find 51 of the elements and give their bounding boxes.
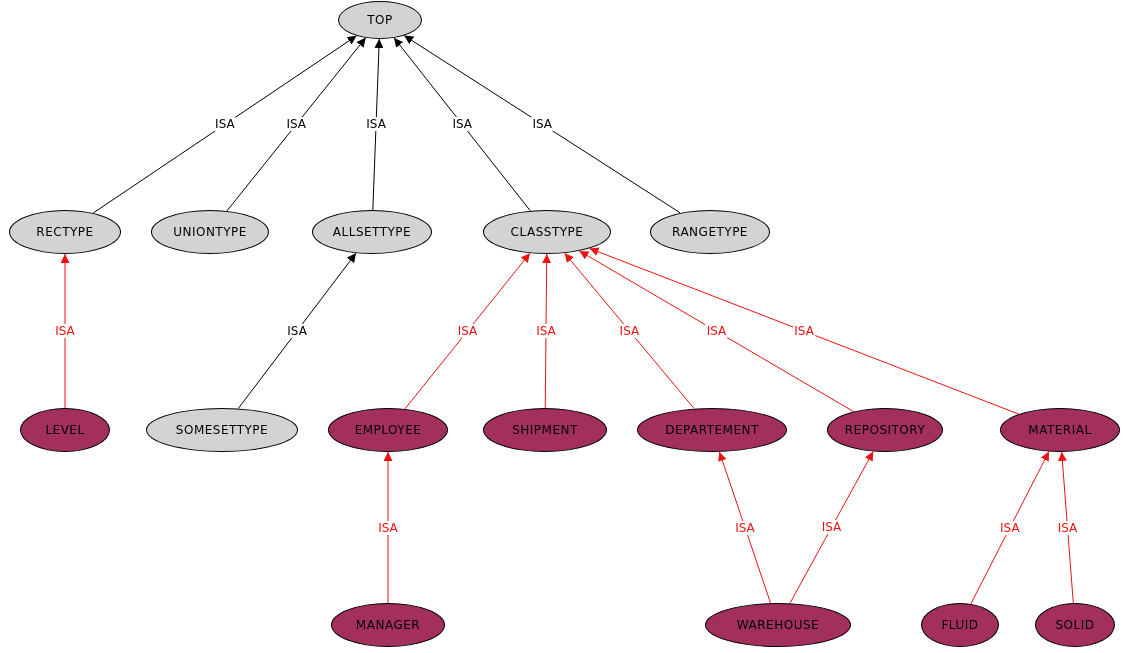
edge-label: ISA <box>531 117 553 132</box>
edge-label: ISA <box>1056 520 1079 535</box>
ellipse-node: LEVEL <box>20 408 110 452</box>
ellipse-node: SOLID <box>1035 603 1115 647</box>
arrow <box>383 451 393 604</box>
arrow <box>60 253 70 409</box>
edge-label: ISA <box>734 520 756 535</box>
ellipse-node: FLUID <box>921 603 999 647</box>
ellipse-node: MANAGER <box>331 603 445 647</box>
arrow <box>393 37 531 212</box>
arrow <box>1057 451 1074 604</box>
arrow <box>564 252 695 410</box>
arrow <box>404 252 531 410</box>
arrow <box>226 37 367 212</box>
edge-label: ISA <box>820 520 843 535</box>
edge-label: ISA <box>705 324 728 339</box>
edge-label: ISA <box>999 520 1021 535</box>
ellipse-node: TOP <box>338 1 422 39</box>
edge-label: ISA <box>377 520 399 535</box>
edge-label: ISA <box>365 117 387 132</box>
ellipse-node: REPOSITORY <box>827 408 943 452</box>
ellipse-node: DEPARTEMENT <box>637 408 787 452</box>
ellipse-node: MATERIAL <box>1000 408 1120 452</box>
arrow <box>589 247 1020 415</box>
edge-label: ISA <box>456 324 479 339</box>
arrow <box>970 451 1050 605</box>
ellipse-node: CLASSTYPE <box>483 210 611 254</box>
edge-label: ISA <box>286 323 308 338</box>
edge-label: ISA <box>285 117 308 132</box>
ellipse-node: WAREHOUSE <box>705 603 851 647</box>
ellipse-node: RANGETYPE <box>650 210 770 254</box>
arrow <box>92 35 358 214</box>
ellipse-node: EMPLOYEE <box>328 408 448 452</box>
edge-label: ISA <box>451 117 473 132</box>
edge-label: ISA <box>54 324 76 338</box>
arrow <box>403 35 681 214</box>
arrow <box>718 451 772 604</box>
edge-label: ISA <box>535 324 557 338</box>
arrow <box>789 451 874 604</box>
edge-label: ISA <box>793 324 815 339</box>
arrow <box>542 253 552 409</box>
ellipse-node: SOMESETTYPE <box>146 408 298 452</box>
ellipse-node: UNIONTYPE <box>151 210 269 254</box>
arrow <box>372 38 384 211</box>
edge-label: ISA <box>214 117 236 132</box>
ellipse-node: SHIPMENT <box>483 408 607 452</box>
edge-label: ISA <box>618 323 641 338</box>
ellipse-node: RECTYPE <box>9 210 121 254</box>
arrow <box>578 250 854 413</box>
arrow <box>237 252 357 409</box>
ellipse-node: ALLSETTYPE <box>312 210 432 254</box>
